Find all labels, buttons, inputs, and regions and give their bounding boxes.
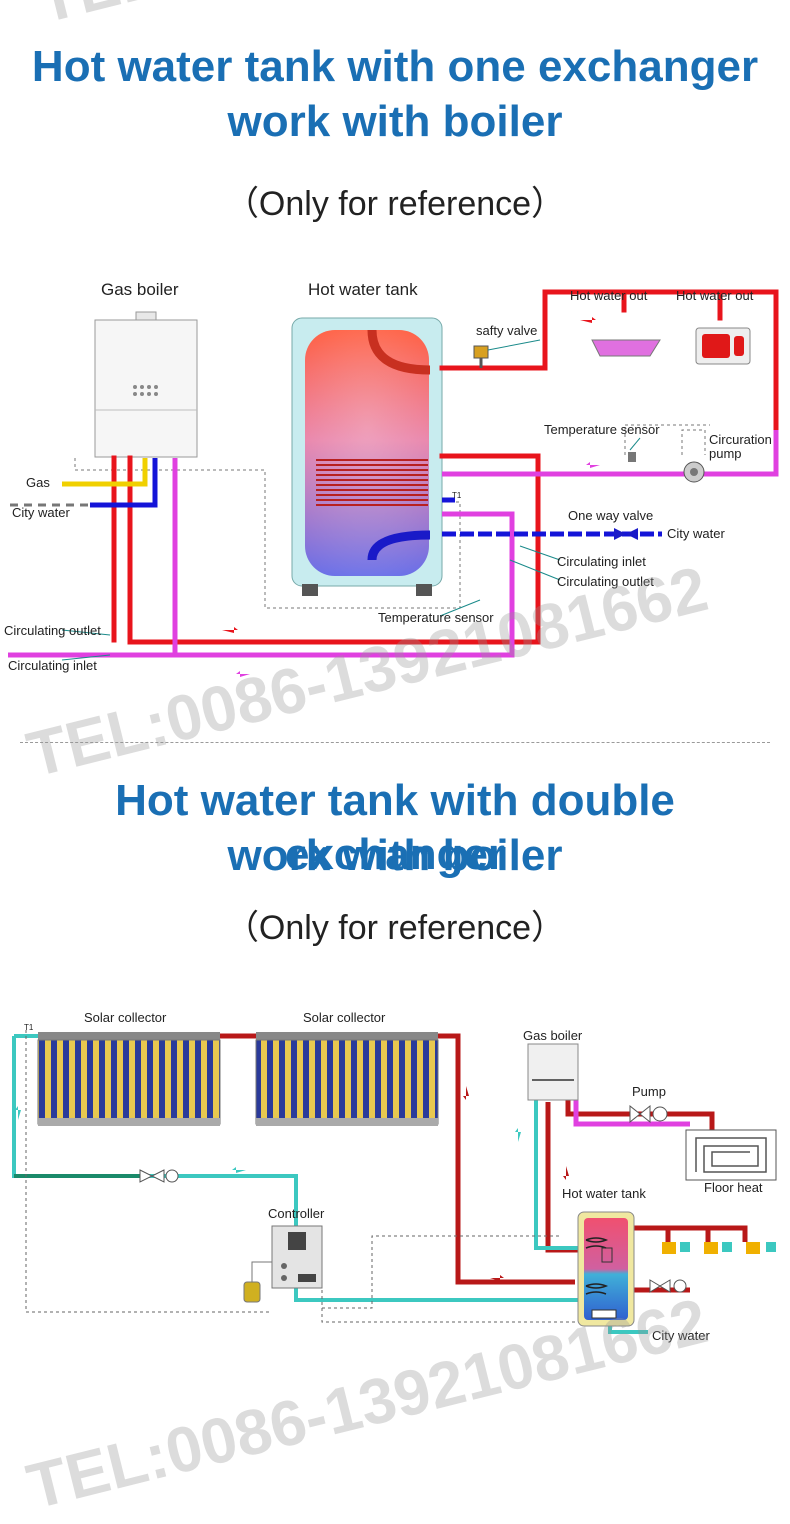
diagram2-title-line2: work with boiler: [227, 831, 563, 880]
gas-boiler-label: Gas boiler: [523, 1028, 583, 1043]
diagram2-title-line1: Hot water tank with double exchanger: [115, 776, 675, 879]
one-way-valve-label: One way valve: [568, 508, 653, 523]
floor-heat-label: Floor heat: [704, 1180, 763, 1195]
flow-arrow-icons: [222, 317, 600, 677]
hot-water-taps: [662, 1242, 760, 1254]
watermark-top: TEL:0086-13921081662: [30, 0, 725, 38]
temperature-sensor-icon: [628, 452, 636, 462]
diagram1-title-line2: work with boiler: [227, 97, 563, 146]
hot-water-outlet-sink: [591, 339, 661, 357]
sensor-mark-t1: T1: [452, 491, 462, 500]
diagram2-subtitle: （Only for reference）: [224, 909, 566, 947]
pump-label: Pump: [632, 1084, 666, 1099]
city-water-label-right: City water: [667, 526, 725, 541]
circulation-pump-label-1: Circuration: [709, 432, 772, 447]
diagram2-schematic: Solar collector Solar collector T1 Gas b…: [12, 1010, 777, 1343]
cold-water-taps: [680, 1242, 776, 1252]
gas-boiler: [527, 1043, 579, 1101]
city-water-label-left: City water: [12, 505, 70, 520]
solar-collector-1: [37, 1032, 221, 1126]
controller: [271, 1225, 323, 1289]
safety-valve-icon: [473, 345, 489, 368]
hot-water-out-label-1: Hot water out: [570, 288, 648, 303]
temperature-sensor-label-top: Temperature sensor: [544, 422, 660, 437]
floor-heat: [685, 1129, 777, 1181]
circulating-inlet-label-right: Circulating inlet: [557, 554, 646, 569]
solar-collector-label-1: Solar collector: [84, 1010, 167, 1025]
valve-icon-tank: [649, 1279, 687, 1293]
diagram1-title-line1: Hot water tank with one exchanger: [31, 42, 759, 91]
circulating-outlet-label-right: Circulating outlet: [557, 574, 654, 589]
solar-collector-label-2: Solar collector: [303, 1010, 386, 1025]
diagram1-subtitle: （Only for reference）: [224, 185, 566, 223]
hot-water-tank-label: Hot water tank: [308, 280, 418, 299]
circulating-inlet-label-left: Circulating inlet: [8, 658, 97, 673]
hot-water-outlet-shower: [695, 327, 751, 365]
circulation-pump-label-2: pump: [709, 446, 742, 461]
pump-icon: [629, 1104, 668, 1124]
hot-water-out-label-2: Hot water out: [676, 288, 754, 303]
sensor-mark-t1-solar: T1: [24, 1023, 34, 1032]
diagram1-schematic: Gas boiler Hot water tank: [4, 280, 779, 677]
safety-valve-label: safty valve: [476, 323, 537, 338]
gas-boiler-label: Gas boiler: [101, 280, 179, 299]
hot-water-tank: [577, 1211, 635, 1327]
gas-boiler: [94, 311, 198, 458]
gas-label: Gas: [26, 475, 50, 490]
temperature-sensor-label-bottom: Temperature sensor: [378, 610, 494, 625]
one-way-valve-icon: [614, 528, 638, 540]
city-water-label: City water: [652, 1328, 710, 1343]
flow-arrow-icons: [15, 1086, 569, 1281]
section-divider: [20, 742, 770, 743]
circulating-outlet-label-left: Circulating outlet: [4, 623, 101, 638]
hot-water-tank: [291, 317, 443, 596]
valve-icon-solar-loop: [139, 1169, 179, 1183]
backup-heater-icon: [243, 1261, 272, 1303]
solar-collector-2: [255, 1032, 439, 1126]
circulation-pump-icon: [683, 461, 705, 483]
controller-label: Controller: [268, 1206, 325, 1221]
hot-water-tank-label: Hot water tank: [562, 1186, 646, 1201]
